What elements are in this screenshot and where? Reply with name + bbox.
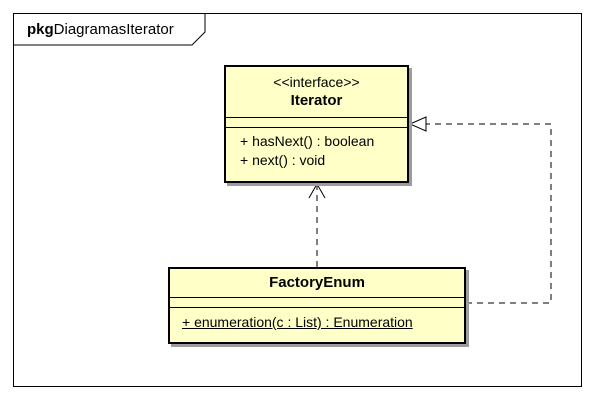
- stereotype-label: <<interface>>: [273, 74, 360, 90]
- package-label: pkgDiagramasIterator: [14, 14, 174, 45]
- operation-item: + hasNext() : boolean: [240, 133, 375, 149]
- package-tab-outline: [14, 14, 206, 46]
- realization-arrowhead: [408, 116, 427, 132]
- class-name: Iterator: [290, 92, 343, 109]
- attributes-compartment: [170, 297, 464, 307]
- package-name: DiagramasIterator: [53, 21, 174, 38]
- operations-compartment: + hasNext() : boolean + next() : void: [226, 127, 407, 170]
- operations-compartment: + enumeration(c : List) : Enumeration: [170, 307, 464, 332]
- dependency-arrowhead: [308, 182, 326, 199]
- package-keyword: pkg: [27, 21, 54, 38]
- class-name: FactoryEnum: [269, 274, 365, 291]
- class-iterator[interactable]: <<interface>> Iterator + hasNext() : boo…: [224, 65, 409, 183]
- package-frame: [13, 13, 582, 387]
- class-name-compartment: FactoryEnum: [170, 269, 464, 297]
- class-name-compartment: <<interface>> Iterator: [226, 67, 407, 117]
- class-factory-enum[interactable]: FactoryEnum + enumeration(c : List) : En…: [168, 267, 466, 344]
- operation-item: + next() : void: [240, 152, 326, 168]
- attributes-compartment: [226, 117, 407, 127]
- operation-item: + enumeration(c : List) : Enumeration: [182, 314, 413, 330]
